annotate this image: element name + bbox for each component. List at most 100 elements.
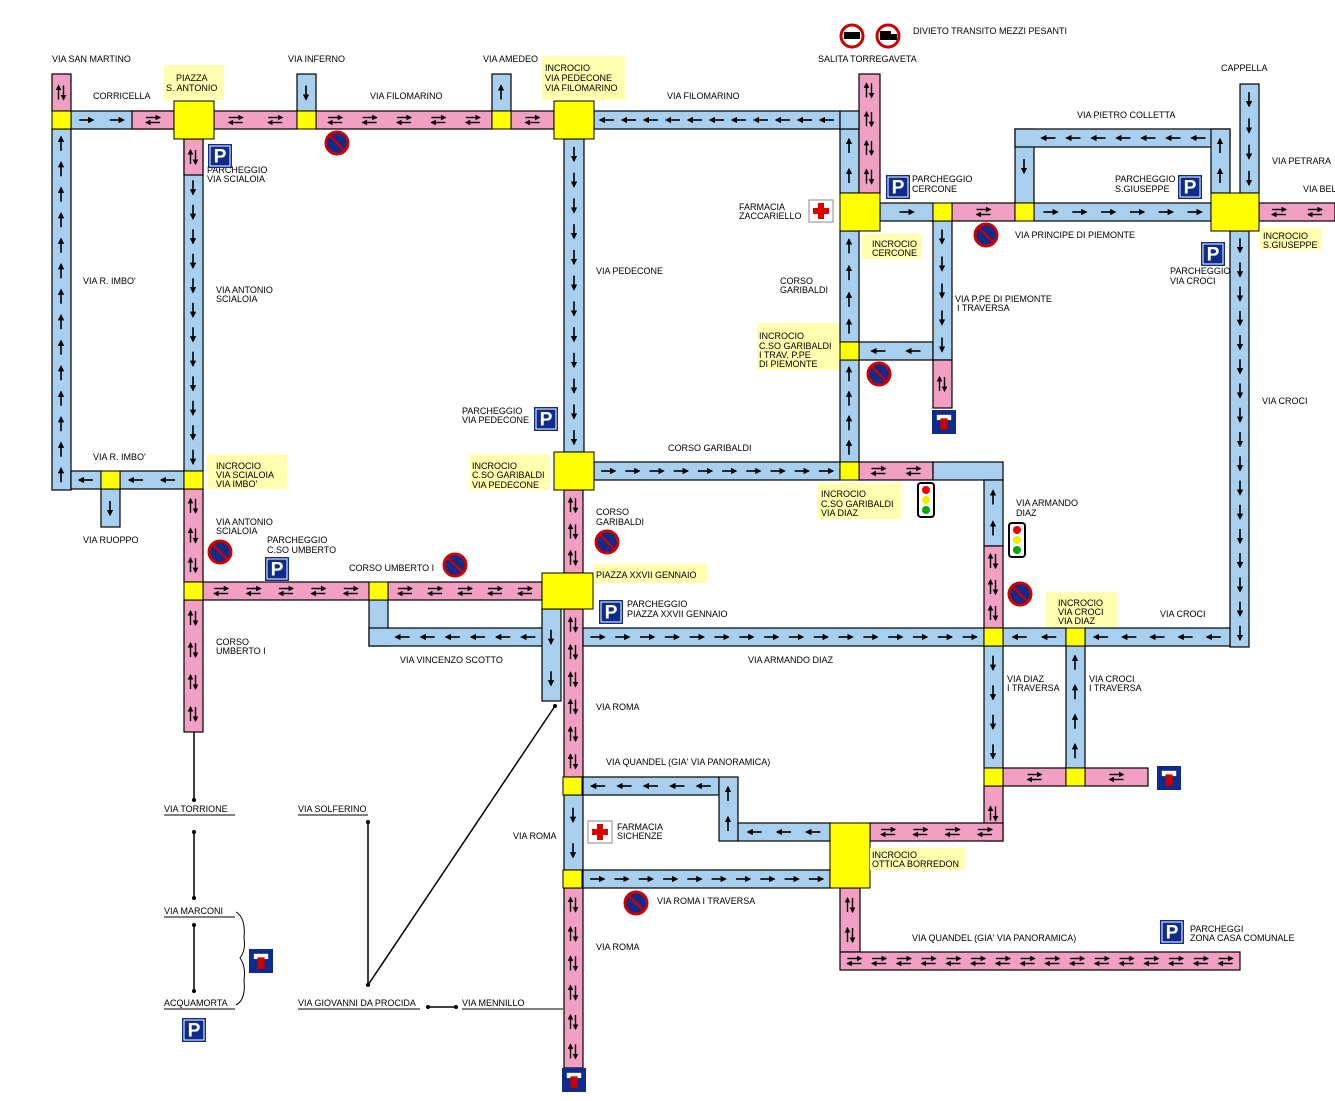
street-label: I TRAVERSA <box>957 303 1010 313</box>
street-label: VIA BEL <box>1303 184 1335 194</box>
pharmacy-cross-h <box>592 829 608 835</box>
note-text: INCROCIO <box>472 461 517 471</box>
road-principe-1 <box>951 202 1016 222</box>
note-text: S.GIUSEPPE <box>1263 240 1318 250</box>
pharmacy-label: SICHENZE <box>617 831 663 841</box>
note-text: VIA FILOMARINO <box>545 83 618 93</box>
street-label: VIA QUANDEL (GIA' VIA PANORAMICA) <box>912 933 1076 943</box>
note-text: VIA PEDECONE <box>472 480 539 490</box>
street-label: CORSO <box>216 637 249 647</box>
parking-label: PARCHEGGIO <box>207 165 267 175</box>
road-umberto-vertical <box>183 599 204 733</box>
parking-label: PARCHEGGIO <box>1170 266 1230 276</box>
street-label: VIA ROMA <box>596 702 640 712</box>
parking-sign-letter: P <box>188 1021 201 1042</box>
street-label: VIA QUANDEL (GIA' VIA PANORAMICA) <box>606 757 770 767</box>
parking-sign-border <box>887 176 909 198</box>
street-label: VIA PIETRO COLLETTA <box>1077 110 1175 120</box>
parking-label: PARCHEGGIO <box>1115 174 1175 184</box>
street-label: VIA R. IMBO' <box>83 276 136 286</box>
junction-roma-quandel <box>562 776 583 796</box>
junction-cercone <box>839 192 881 232</box>
street-label: SALITA TORREGAVETA <box>818 54 917 64</box>
road-san-martino <box>51 73 72 112</box>
junction-colletta-w <box>1014 202 1035 222</box>
note-incrocio-scialoia-imbo <box>207 454 287 489</box>
no-parking-slash <box>599 534 615 550</box>
street-label: VIA CROCI <box>1262 396 1308 406</box>
parking-label: CERCONE <box>912 184 957 194</box>
dead-end-stem <box>257 957 265 969</box>
note-text: VIA DIAZ <box>821 508 859 518</box>
note-incrocio-garibaldi-diaz <box>818 483 901 519</box>
road-diaz-croci-south <box>1002 767 1067 787</box>
road-corricella-end <box>131 110 175 130</box>
parking-label: PARCHEGGIO <box>462 406 522 416</box>
junction-garibaldi-trav <box>839 341 860 361</box>
dead-end-stem <box>570 1076 578 1088</box>
parking-pedecone-icon <box>534 407 558 431</box>
parking-sign-letter: P <box>1166 923 1179 944</box>
parking-label: ZONA CASA COMUNALE <box>1190 933 1295 943</box>
road-via-roma-2 <box>563 794 584 871</box>
parking-label: PIAZZA XXVII GENNAIO <box>627 609 728 619</box>
road-diaz-croci <box>1002 627 1067 647</box>
no-parking-slash <box>978 227 994 243</box>
note-text: VIA DIAZ <box>1058 616 1096 626</box>
traffic-light-green <box>922 506 930 514</box>
street-label: VIA MARCONI <box>164 906 223 916</box>
road-quandel-south-v <box>839 887 861 953</box>
street-label: VIA TORRIONE <box>164 804 228 814</box>
street-label: DIAZ <box>1016 508 1037 518</box>
note-text: VIA CROCI <box>1058 607 1104 617</box>
traffic-light-yellow <box>1013 536 1021 544</box>
street-label: CORSO UMBERTO I <box>349 563 434 573</box>
note-incrocio-croci-diaz <box>1046 592 1117 627</box>
junctions <box>51 100 1260 889</box>
street-label: SCIALOIA <box>216 526 258 536</box>
road-trav-piemonte <box>858 341 934 361</box>
junction-corricella <box>51 110 72 130</box>
junction-garibaldi-diaz <box>839 461 860 481</box>
street-label: VIA ROMA <box>596 942 640 952</box>
street-label: VIA MENNILLO <box>462 998 525 1008</box>
note-incrocio-garibaldi-pedecone <box>470 454 550 490</box>
junction-croci-diaz <box>1065 627 1086 647</box>
street-label: VIA AMEDEO <box>483 54 538 64</box>
junction-piazza-s-antonio <box>173 100 215 140</box>
junction-pedecone-filomarino <box>553 100 595 140</box>
junction-diaz-trav-s <box>983 767 1004 787</box>
road-scotto-down <box>541 608 562 702</box>
parking-sign-border <box>209 145 231 167</box>
no-parking-slash <box>628 895 644 911</box>
note-text: INCROCIO <box>872 850 917 860</box>
junction-diaz-trav <box>983 627 1004 647</box>
street-label: VIA ANTONIO <box>216 517 273 527</box>
road-corner-torregaveta <box>839 110 860 130</box>
parking-sign-border <box>600 601 622 623</box>
note-text: C.SO GARIBALDI <box>472 470 545 480</box>
junction-garibaldi-pedecone <box>553 451 595 491</box>
note-incrocio-ottica-borredon <box>870 848 965 870</box>
parking-sign-letter: P <box>271 560 284 581</box>
parking-sign-letter: P <box>1184 178 1197 199</box>
street-label: VIA PETRARA <box>1272 156 1331 166</box>
note-text: VIA IMBO' <box>216 479 258 489</box>
dead-end-bar <box>253 953 269 960</box>
parking-sign-letter: P <box>540 410 553 431</box>
street-label: CORRICELLA <box>93 91 151 101</box>
junction-via-amedeo <box>491 110 512 130</box>
road-croci-dead-end <box>1084 767 1149 787</box>
road-garibaldi-diaz <box>858 461 934 481</box>
pharmacy-label: ZACCARIELLO <box>739 211 802 221</box>
road-torregaveta-low <box>839 128 860 194</box>
note-text: PIAZZA <box>176 73 208 83</box>
note-text: OTTICA BORREDON <box>872 859 959 869</box>
no-parking-slash <box>212 544 228 560</box>
no-parking-slash <box>1012 586 1028 602</box>
street-label: VIA PRINCIPE DI PIEMONTE <box>1015 230 1135 240</box>
note-text: C.SO GARIBALDI <box>759 341 832 351</box>
street-label: VIA ANTONIO <box>216 285 273 295</box>
road-via-roma-3 <box>563 887 584 1069</box>
